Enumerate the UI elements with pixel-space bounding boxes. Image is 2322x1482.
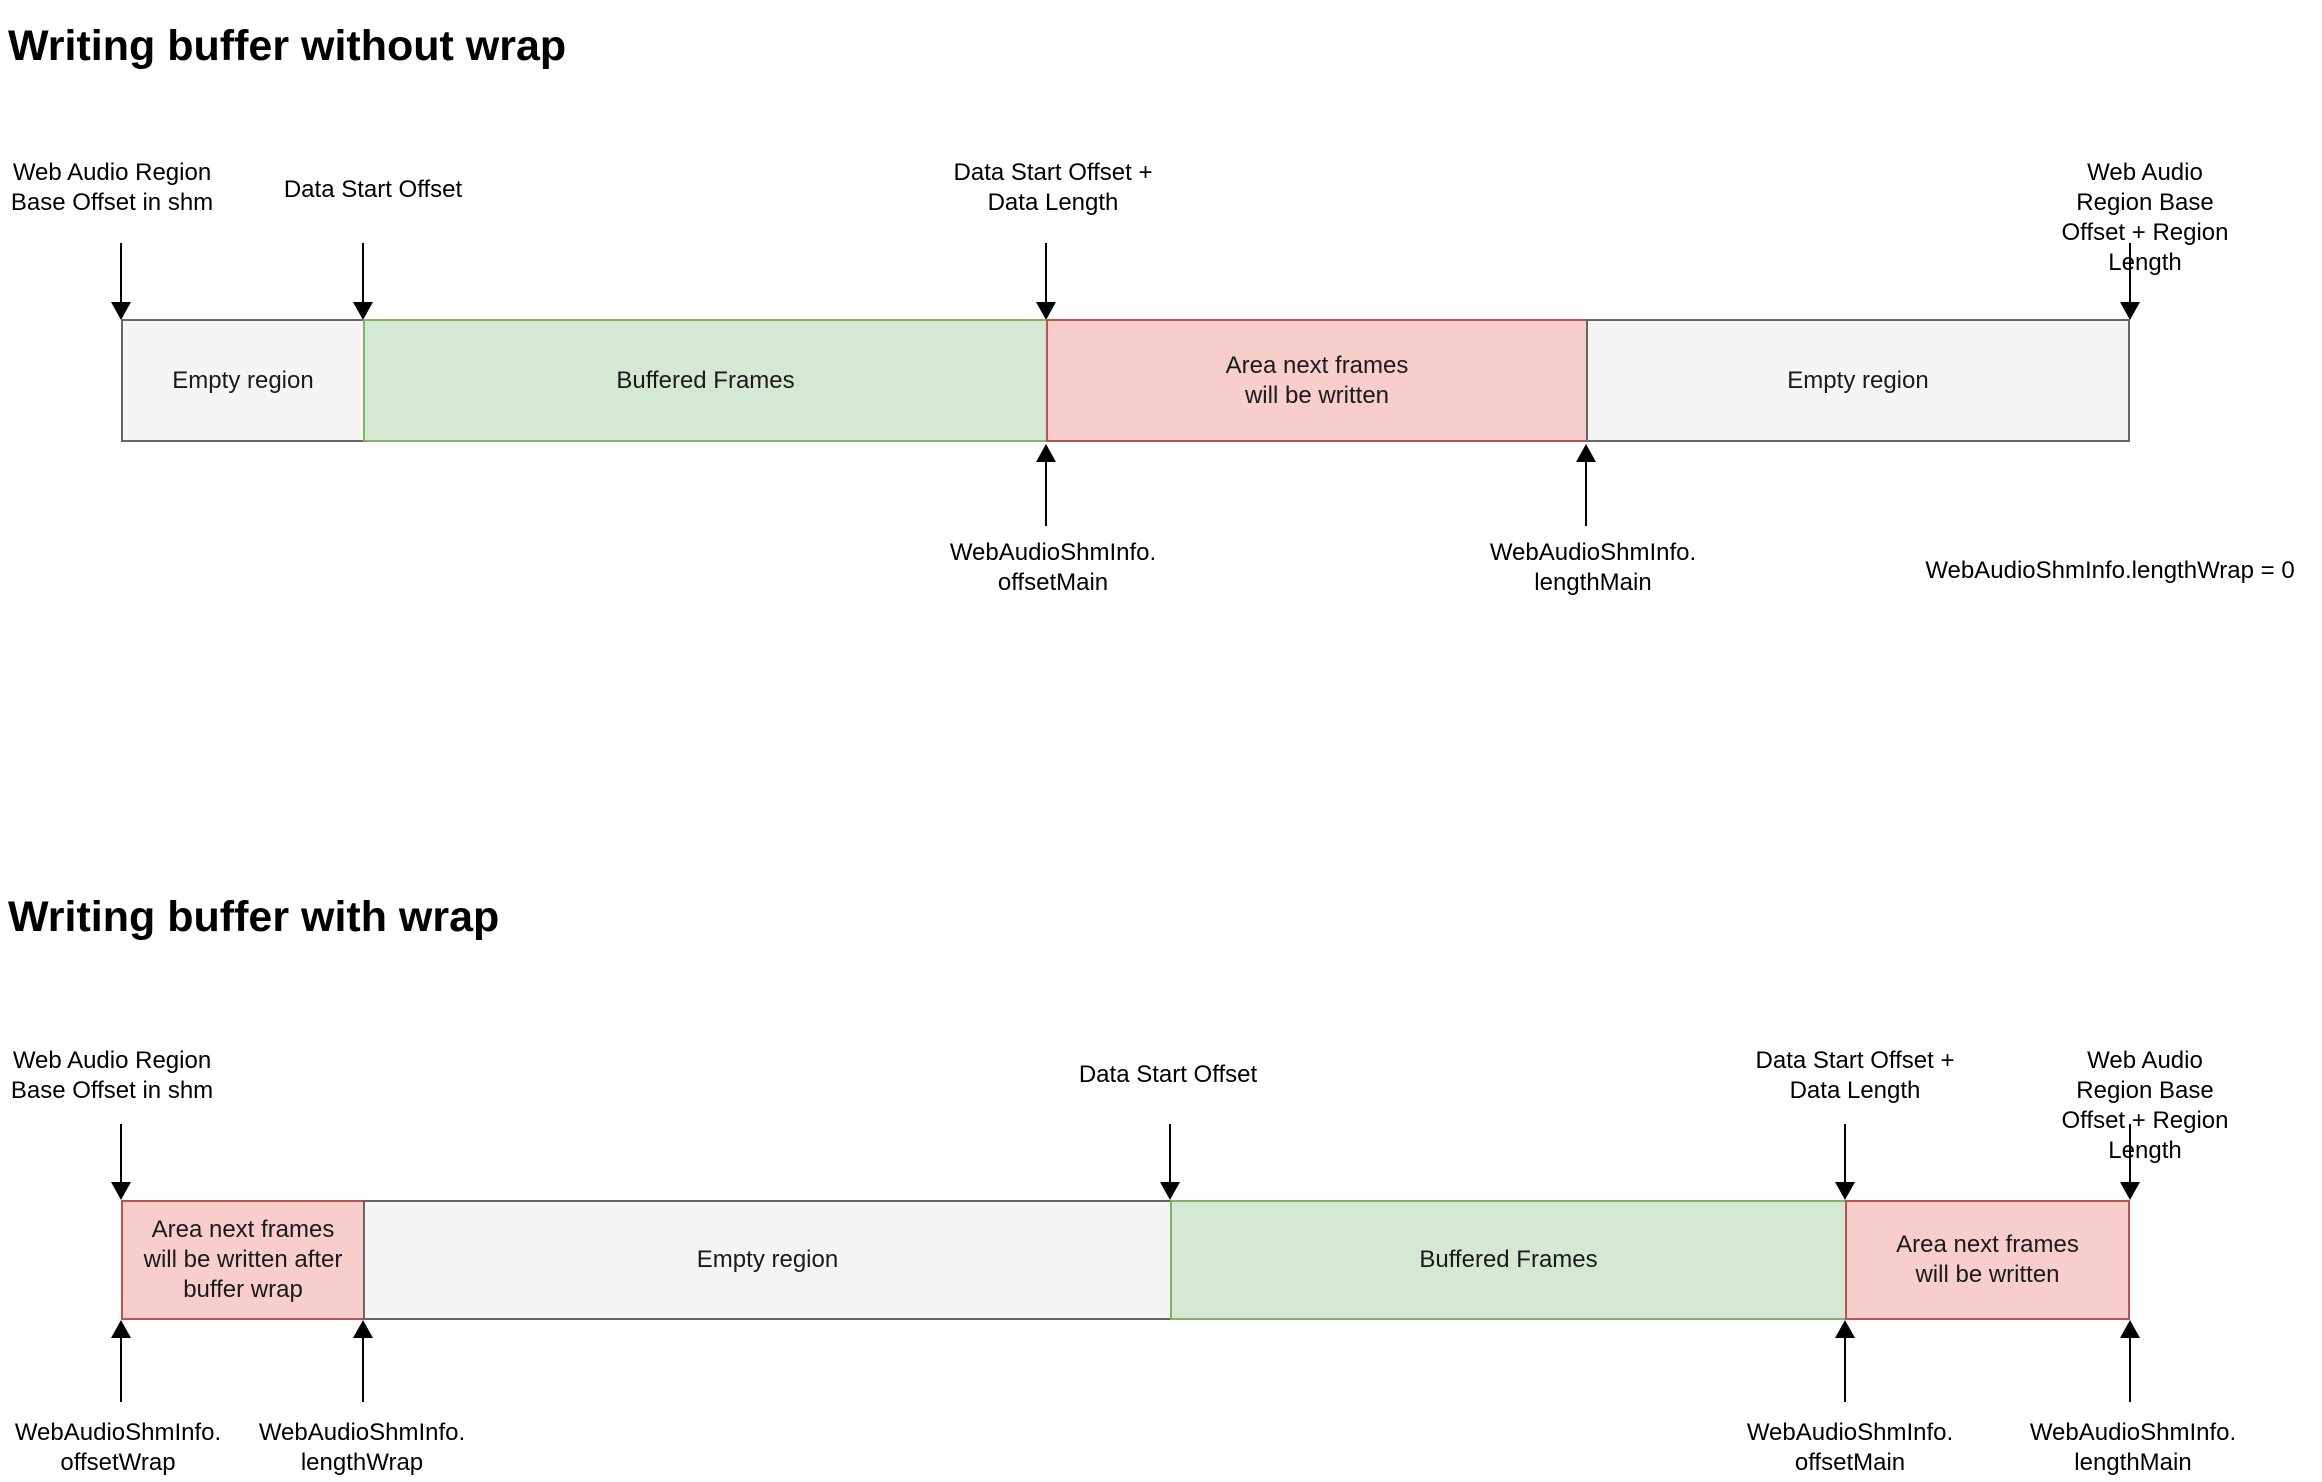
d2-segment-wrap-write-area: Area next frames will be written after b… bbox=[121, 1200, 365, 1320]
d2-segment-empty: Empty region bbox=[363, 1200, 1172, 1320]
arrow-down-icon bbox=[1835, 1124, 1855, 1200]
arrow-head bbox=[111, 1182, 131, 1200]
arrow-down-icon bbox=[1160, 1124, 1180, 1200]
d2-buffer-bar: Area next frames will be written after b… bbox=[121, 1200, 2130, 1320]
d2-label-data-start: Data Start Offset bbox=[1078, 1061, 1258, 1088]
arrow-up-icon bbox=[1835, 1320, 1855, 1402]
arrow-down-icon bbox=[111, 243, 131, 320]
arrow-head bbox=[353, 1320, 373, 1338]
arrow-down-icon bbox=[2120, 243, 2140, 320]
arrow-stem bbox=[362, 1334, 364, 1402]
arrow-stem bbox=[120, 243, 122, 306]
d1-segment-write-area: Area next frames will be written bbox=[1046, 319, 1588, 442]
arrow-down-icon bbox=[1036, 243, 1056, 320]
arrow-down-icon bbox=[353, 243, 373, 320]
arrow-stem bbox=[1169, 1124, 1171, 1186]
d2-label-base-offset: Web Audio Region Base Offset in shm bbox=[10, 1047, 214, 1104]
arrow-head bbox=[1835, 1320, 1855, 1338]
d2-label-length-wrap: WebAudioShmInfo. lengthWrap bbox=[258, 1419, 466, 1476]
arrow-up-icon bbox=[353, 1320, 373, 1402]
arrow-head bbox=[353, 302, 373, 320]
arrow-head bbox=[2120, 302, 2140, 320]
arrow-stem bbox=[362, 243, 364, 306]
arrow-head bbox=[1036, 302, 1056, 320]
d1-segment-empty-right: Empty region bbox=[1586, 319, 2130, 442]
arrow-stem bbox=[1045, 243, 1047, 306]
arrow-head bbox=[111, 302, 131, 320]
arrow-up-icon bbox=[1576, 444, 1596, 526]
d2-label-data-end: Data Start Offset + Data Length bbox=[1755, 1047, 1955, 1104]
d2-segment-buffered-frames: Buffered Frames bbox=[1170, 1200, 1847, 1320]
d1-segment-buffered-frames: Buffered Frames bbox=[363, 319, 1048, 442]
arrow-stem bbox=[2129, 1334, 2131, 1402]
arrow-stem bbox=[1844, 1334, 1846, 1402]
arrow-head bbox=[2120, 1320, 2140, 1338]
arrow-up-icon bbox=[1036, 444, 1056, 526]
arrow-head bbox=[1160, 1182, 1180, 1200]
arrow-down-icon bbox=[111, 1124, 131, 1200]
d1-label-length-wrap-zero: WebAudioShmInfo.lengthWrap = 0 bbox=[1925, 557, 2295, 584]
d1-label-length-main: WebAudioShmInfo. lengthMain bbox=[1489, 539, 1697, 596]
d1-label-region-end: Web Audio Region Base Offset + Region Le… bbox=[2061, 159, 2229, 276]
arrow-head bbox=[1036, 444, 1056, 462]
arrow-head bbox=[1576, 444, 1596, 462]
arrow-up-icon bbox=[2120, 1320, 2140, 1402]
d2-label-length-main: WebAudioShmInfo. lengthMain bbox=[2029, 1419, 2237, 1476]
arrow-stem bbox=[1844, 1124, 1846, 1186]
arrow-stem bbox=[120, 1124, 122, 1186]
d2-label-region-end: Web Audio Region Base Offset + Region Le… bbox=[2061, 1047, 2229, 1164]
arrow-down-icon bbox=[2120, 1124, 2140, 1200]
diagram2-title: Writing buffer with wrap bbox=[8, 893, 500, 941]
d1-segment-empty-left: Empty region bbox=[121, 319, 365, 442]
d1-label-base-offset: Web Audio Region Base Offset in shm bbox=[10, 159, 214, 216]
d2-segment-write-area: Area next frames will be written bbox=[1845, 1200, 2130, 1320]
d1-label-data-start: Data Start Offset bbox=[283, 176, 463, 203]
arrow-stem bbox=[2129, 1124, 2131, 1186]
arrow-up-icon bbox=[111, 1320, 131, 1402]
arrow-head bbox=[1835, 1182, 1855, 1200]
diagram1-title: Writing buffer without wrap bbox=[8, 22, 567, 70]
arrow-stem bbox=[1045, 458, 1047, 526]
d1-buffer-bar: Empty region Buffered Frames Area next f… bbox=[121, 319, 2130, 442]
arrow-stem bbox=[2129, 243, 2131, 306]
d1-label-data-end: Data Start Offset + Data Length bbox=[953, 159, 1153, 216]
d1-label-offset-main: WebAudioShmInfo. offsetMain bbox=[949, 539, 1157, 596]
d2-label-offset-main: WebAudioShmInfo. offsetMain bbox=[1746, 1419, 1954, 1476]
d2-label-offset-wrap: WebAudioShmInfo. offsetWrap bbox=[14, 1419, 222, 1476]
arrow-stem bbox=[1585, 458, 1587, 526]
arrow-head bbox=[111, 1320, 131, 1338]
arrow-stem bbox=[120, 1334, 122, 1402]
arrow-head bbox=[2120, 1182, 2140, 1200]
